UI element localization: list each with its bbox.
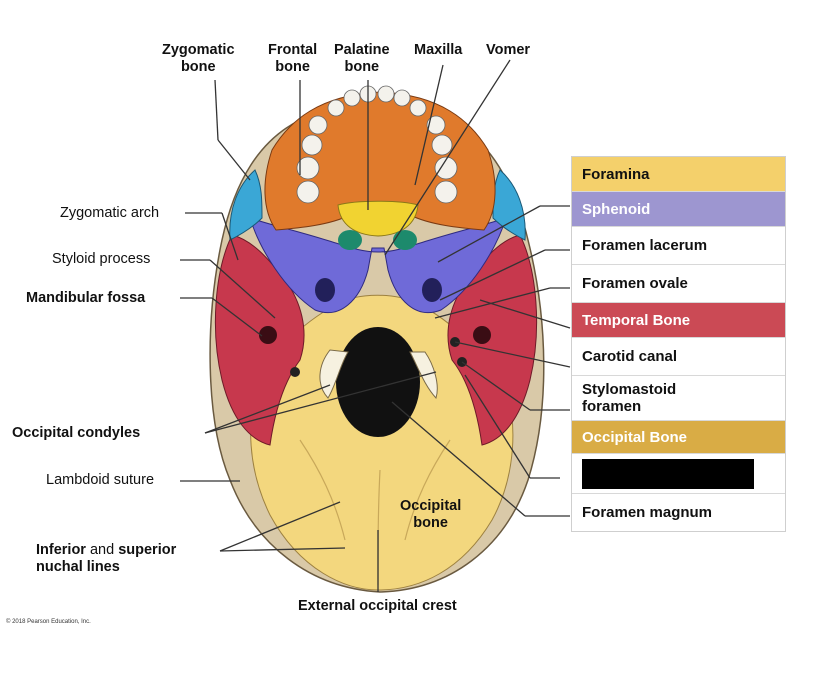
legend-row: [572, 454, 785, 494]
legend-row: Foramen lacerum: [572, 227, 785, 265]
label-zygomatic-arch: Zygomatic arch: [60, 205, 160, 221]
legend-row: Foramen ovale: [572, 265, 785, 303]
legend-row: Foramina: [572, 157, 785, 192]
label-maxilla: Maxilla: [414, 42, 463, 58]
label-mandibular-fossa: Mandibular fossa: [26, 290, 146, 306]
label-external-occipital-crest: External occipital crest: [298, 598, 457, 614]
legend-row: Carotid canal: [572, 338, 785, 376]
redacted-block: [582, 458, 754, 489]
legend-label: Sphenoid: [582, 200, 651, 218]
foramen-magnum: [336, 327, 420, 437]
label-styloid-process: Styloid process: [52, 251, 151, 267]
legend-label: Foramen magnum: [582, 504, 713, 521]
palatine-bone: [337, 200, 419, 237]
legend-label: Foramen lacerum: [582, 237, 708, 254]
label-palatine-bone: Palatine bone: [334, 42, 390, 75]
legend-row: Temporal Bone: [572, 303, 785, 338]
label-vomer: Vomer: [486, 42, 531, 58]
leader-lines: [180, 59, 571, 592]
label-occipital-condyles: Occipital condyles: [12, 425, 141, 441]
label-zygomatic-bone: Zygomatic bone: [162, 42, 235, 75]
teeth: [296, 85, 458, 204]
legend-label: Foramen ovale: [582, 275, 688, 292]
copyright-text: © 2018 Pearson Education, Inc.: [6, 619, 91, 625]
legend-row: Occipital Bone: [572, 421, 785, 454]
legend-row: Foramen magnum: [572, 494, 785, 531]
zygomatic-bone-left: [229, 169, 263, 241]
label-lambdoid-suture: Lambdoid suture: [46, 472, 155, 488]
legend-label: Foramina: [582, 165, 650, 183]
label-occipital-bone: Occipital bone: [400, 498, 462, 531]
legend-row: Stylomastoid foramen: [572, 376, 785, 421]
legend-label: Occipital Bone: [582, 428, 688, 446]
legend-label: Stylomastoid foramen: [582, 381, 677, 415]
legend-label: Temporal Bone: [582, 311, 691, 329]
legend-label: Carotid canal: [582, 348, 678, 365]
legend-row: Sphenoid: [572, 192, 785, 227]
label-frontal-bone: Frontal bone: [268, 42, 318, 75]
label-nuchal-lines: Inferior and superior nuchal lines: [36, 542, 177, 575]
